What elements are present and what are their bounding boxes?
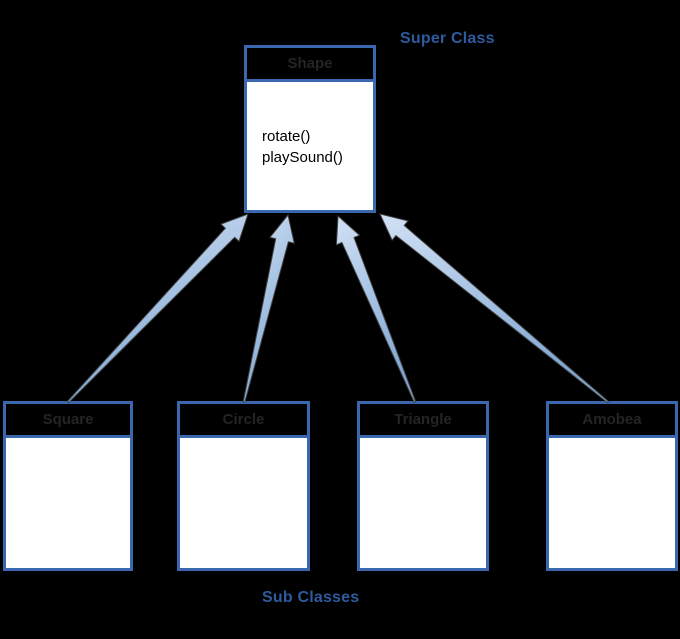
class-body: rotate() playSound() xyxy=(247,82,373,210)
class-title: Amobea xyxy=(582,411,642,428)
super-class-label: Super Class xyxy=(400,30,495,47)
class-header: Square xyxy=(6,404,130,438)
class-header: Circle xyxy=(180,404,307,438)
sub-class-box-square: Square xyxy=(3,401,133,571)
inheritance-arrow-amobea xyxy=(379,213,610,404)
method-playsound: playSound() xyxy=(262,149,343,166)
class-header: Amobea xyxy=(549,404,675,438)
inheritance-arrow-square xyxy=(66,213,249,404)
class-body xyxy=(180,438,307,568)
class-body xyxy=(360,438,486,568)
sub-class-box-triangle: Triangle xyxy=(357,401,489,571)
class-title: Circle xyxy=(222,411,265,428)
inheritance-arrow-circle xyxy=(242,213,295,403)
class-title: Triangle xyxy=(394,411,452,428)
method-rotate: rotate() xyxy=(262,128,311,145)
inheritance-arrow-triangle xyxy=(335,214,417,403)
sub-classes-label: Sub Classes xyxy=(262,589,360,606)
sub-class-box-circle: Circle xyxy=(177,401,310,571)
class-body xyxy=(549,438,675,568)
class-header: Triangle xyxy=(360,404,486,438)
class-body xyxy=(6,438,130,568)
sub-class-box-amobea: Amobea xyxy=(546,401,678,571)
class-header: Shape xyxy=(247,48,373,82)
super-class-box-shape: Shape rotate() playSound() xyxy=(244,45,376,213)
class-title: Shape xyxy=(287,55,333,72)
class-title: Square xyxy=(42,411,94,428)
